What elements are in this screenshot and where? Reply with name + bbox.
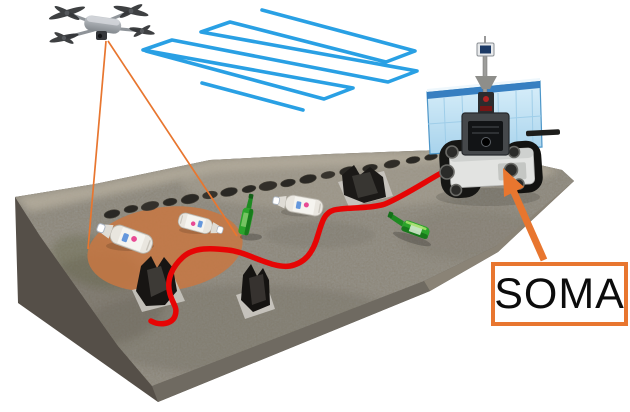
terrain-front-face: [152, 281, 430, 402]
mast-top-sensor: [476, 36, 495, 57]
uav-lawnmower-survey-path: [141, 8, 419, 112]
funnel: [475, 76, 497, 89]
quadcopter-drone: [48, 4, 155, 44]
soma-label: SOMA: [491, 262, 628, 326]
camera-view-cone: [87, 40, 238, 250]
litter-items: [93, 165, 432, 319]
plastic-bag: [338, 165, 393, 207]
rock-row: [103, 153, 438, 219]
soma-ugv-robot: [426, 36, 561, 206]
sensor-head: [461, 112, 510, 156]
plastic-bag: [236, 264, 275, 319]
drone-body: [84, 15, 122, 34]
ugv-path: [148, 169, 446, 327]
soma-arrow: [503, 168, 548, 262]
gimbal-unit: [478, 92, 494, 114]
antenna-bar: [525, 129, 561, 137]
soma-label-text: SOMA: [494, 269, 625, 318]
